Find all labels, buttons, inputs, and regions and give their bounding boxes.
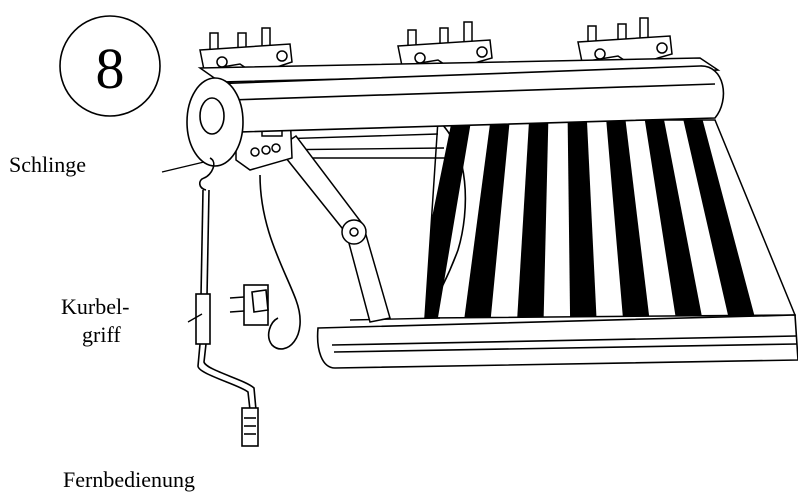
fabric-stripe bbox=[606, 120, 650, 318]
fabric-stripe bbox=[517, 120, 549, 318]
fabric-stripe bbox=[567, 120, 597, 318]
label-loop: Schlinge bbox=[9, 152, 86, 177]
wall-bracket-left bbox=[199, 27, 293, 73]
fabric-curved-edge bbox=[424, 119, 467, 319]
cassette-housing bbox=[208, 65, 725, 133]
leader-line-crank bbox=[187, 313, 203, 323]
label-crank-line1: Kurbel- bbox=[61, 294, 130, 319]
end-cap bbox=[186, 77, 244, 167]
wall-bracket-right bbox=[577, 17, 673, 65]
label-remote: Fernbedienung bbox=[63, 467, 195, 492]
front-bar bbox=[316, 314, 798, 369]
fabric-stripe bbox=[644, 120, 703, 318]
fabric-stripe bbox=[683, 120, 756, 318]
power-plug bbox=[229, 174, 301, 350]
step-number: 8 bbox=[96, 36, 125, 101]
crank-handle bbox=[195, 157, 259, 447]
wall-bracket-middle bbox=[397, 21, 493, 69]
label-crank-line2: griff bbox=[82, 322, 121, 347]
folding-arm bbox=[276, 134, 391, 323]
leader-line-loop bbox=[161, 161, 205, 173]
step-badge: 8 bbox=[59, 15, 161, 117]
fabric-stripe bbox=[464, 120, 510, 318]
fabric-stripes bbox=[425, 120, 756, 318]
